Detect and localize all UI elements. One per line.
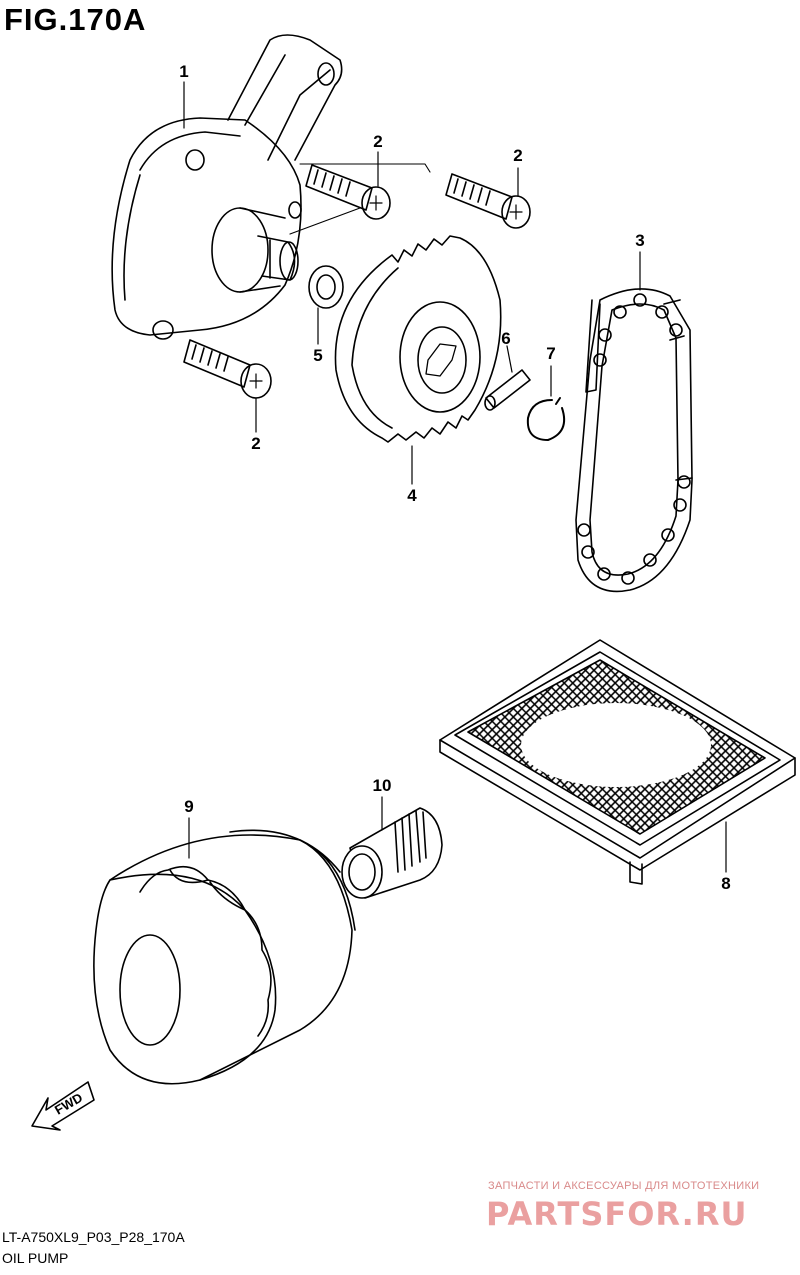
callout-8: 8 — [721, 874, 731, 893]
callout-6: 6 — [501, 329, 511, 348]
diagram-name: OIL PUMP — [2, 1250, 69, 1266]
watermark-subtitle: ЗАПЧАСТИ И АКСЕССУАРЫ ДЛЯ МОТОТЕХНИКИ — [488, 1180, 760, 1192]
pin — [484, 345, 531, 411]
bolt-lower — [183, 339, 272, 433]
callout-5: 5 — [313, 346, 323, 365]
oil-pump-housing — [111, 34, 431, 340]
callout-2: 2 — [251, 434, 261, 453]
callout-2: 2 — [373, 132, 383, 151]
callout-3: 3 — [635, 231, 645, 250]
sprocket — [334, 235, 502, 485]
bolt-upper-left — [305, 151, 391, 220]
union-bolt — [341, 796, 443, 899]
circlip — [526, 365, 566, 441]
fwd-arrow-icon: FWD — [31, 1081, 95, 1131]
oil-filter — [93, 817, 356, 1085]
cam-chain — [575, 251, 693, 593]
callout-1: 1 — [179, 62, 189, 81]
oil-strainer — [439, 639, 796, 885]
figure-title: FIG.170A — [4, 2, 147, 37]
washer — [308, 265, 344, 345]
callout-2: 2 — [513, 146, 523, 165]
callout-9: 9 — [184, 797, 194, 816]
watermark-logo: PARTSFOR.RU — [486, 1195, 748, 1233]
callout-4: 4 — [407, 486, 417, 505]
callout-10: 10 — [372, 776, 392, 795]
diagram-code: LT-A750XL9_P03_P28_170A — [2, 1229, 185, 1245]
bolt-upper-right — [445, 167, 531, 229]
callout-7: 7 — [546, 344, 556, 363]
